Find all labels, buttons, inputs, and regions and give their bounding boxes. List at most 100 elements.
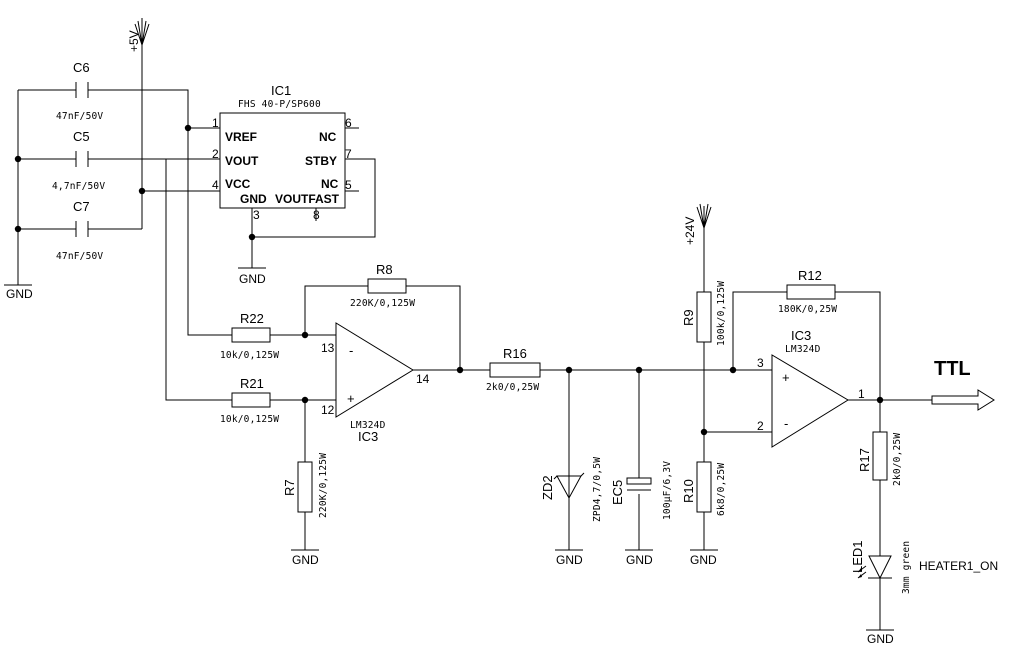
- capacitor-ec5: EC5 100µF/6,3V: [610, 461, 673, 520]
- zd2-value: ZPD4,7/0,5W: [592, 457, 603, 522]
- resistor-r12: R12 180K/0,25W: [778, 268, 837, 315]
- c6-value: 47nF/50V: [56, 111, 103, 122]
- ic1-pin-num: 8: [313, 208, 320, 222]
- resistor-r21: R21 10k/0,125W: [220, 376, 279, 425]
- ic1-pin-label: STBY: [305, 154, 337, 168]
- capacitor-c5: C5 4,7nF/50V: [52, 129, 105, 192]
- opamp2-pin-noninv: 3: [757, 356, 764, 370]
- power-5v-symbol: +5V: [127, 18, 150, 52]
- r8-ref: R8: [376, 262, 393, 277]
- opamp-ic3-b: + - 3 2 1 IC3 LM324D: [757, 328, 865, 448]
- r8-value: 220K/0,125W: [350, 298, 415, 309]
- r16-ref: R16: [503, 346, 527, 361]
- opamp2-plus: +: [782, 370, 790, 385]
- capacitor-c6: C6 47nF/50V: [56, 60, 103, 122]
- junction-dot: [876, 396, 884, 404]
- gnd-label: GND: [6, 287, 33, 301]
- ec5-ref: EC5: [610, 480, 625, 505]
- resistor-r22: R22 10k/0,125W: [220, 311, 279, 361]
- gnd-symbol-zd2: GND: [555, 549, 583, 567]
- junctions: [14, 124, 884, 436]
- ic1-block: IC1 FHS 40-P/SP600 1 VREF 2 VOUT 4 VCC 6…: [212, 83, 352, 222]
- ec5-plate-pos: [626, 477, 652, 485]
- opamp1-part: LM324D: [350, 420, 386, 431]
- opamp1-pin-inv: 13: [321, 341, 335, 355]
- junction-dot: [700, 428, 708, 436]
- ic1-pin-num: 2: [212, 147, 219, 161]
- r22-ref: R22: [240, 311, 264, 326]
- wire-r8-feedback: [304, 285, 461, 370]
- ec5-value: 100µF/6,3V: [662, 461, 673, 520]
- ic1-pin-num: 5: [345, 178, 352, 192]
- r12-value: 180K/0,25W: [778, 304, 837, 315]
- opamp1-pin-noninv: 12: [321, 403, 335, 417]
- r12-ref: R12: [798, 268, 822, 283]
- junction-dot: [138, 187, 146, 195]
- ic1-pin-label: VOUT: [225, 154, 259, 168]
- wire-stby-gnd: [252, 158, 376, 238]
- junction-dot: [248, 233, 256, 241]
- led-arrowheads: [858, 568, 862, 578]
- zener-zd2: ZD2 ZPD4,7/0,5W: [540, 457, 603, 522]
- gnd-symbol-r10: GND: [690, 549, 718, 567]
- r21-value: 10k/0,125W: [220, 414, 279, 425]
- r10-ref: R10: [681, 479, 696, 503]
- power-5v-label: +5V: [127, 30, 141, 52]
- gnd-symbol-ic1: GND: [238, 267, 266, 286]
- r7-value: 220K/0,125W: [318, 453, 329, 518]
- ic1-ref: IC1: [271, 83, 291, 98]
- junction-dot: [635, 366, 643, 374]
- ic1-pin-num: 1: [212, 116, 219, 130]
- ic1-pin-num: 4: [212, 178, 219, 192]
- ic1-pin-num: 7: [345, 147, 352, 161]
- power-24v-label: +24V: [683, 217, 697, 245]
- r17-value: 2k0/0,25W: [892, 433, 903, 486]
- ic1-pin-label: VREF: [225, 130, 257, 144]
- r22-value: 10k/0,125W: [220, 350, 279, 361]
- gnd-label: GND: [239, 272, 266, 286]
- r9-value: 100k/0,125W: [716, 281, 727, 346]
- opamp2-pin-inv: 2: [757, 419, 764, 433]
- opamp2-ref: IC3: [791, 328, 811, 343]
- resistor-r17: R17 2k0/0,25W: [857, 431, 903, 486]
- ic1-pin-num: 3: [253, 208, 260, 222]
- ttl-label: TTL: [934, 358, 971, 380]
- resistor-r8: R8 220K/0,125W: [350, 262, 415, 309]
- ic1-pin-num: 6: [345, 116, 352, 130]
- zd2-ref: ZD2: [540, 475, 555, 500]
- r10-value: 6k8/0,25W: [716, 463, 727, 516]
- resistor-r10: R10 6k8/0,25W: [681, 461, 727, 516]
- gnd-symbol-r7: GND: [291, 549, 319, 567]
- zener-bar: [553, 472, 585, 480]
- resistor-r7: R7 220K/0,125W: [282, 453, 329, 518]
- c6-ref: C6: [73, 60, 90, 75]
- ic1-pin-label: VCC: [225, 177, 251, 191]
- junction-dot: [729, 366, 737, 374]
- opamp-ic3-a: - + 13 12 14 LM324D IC3: [321, 322, 430, 444]
- ic1-pin-label: NC: [321, 177, 339, 191]
- r7-ref: R7: [282, 479, 297, 496]
- power-24v-symbol: +24V: [683, 203, 712, 245]
- wire-r12-feedback: [732, 291, 881, 400]
- c7-value: 47nF/50V: [56, 251, 103, 262]
- gnd-symbol-ec5: GND: [625, 549, 653, 567]
- c5-value: 4,7nF/50V: [52, 181, 105, 192]
- led-value: 3mm green: [901, 541, 912, 594]
- led1: LED1 3mm green HEATER1_ON: [850, 540, 998, 594]
- r16-value: 2k0/0,25W: [486, 382, 539, 393]
- c7-ref: C7: [73, 199, 90, 214]
- c5-ref: C5: [73, 129, 90, 144]
- opamp1-minus: -: [349, 343, 353, 358]
- ttl-output: TTL: [931, 358, 995, 411]
- ic1-body: [219, 112, 346, 209]
- junction-dot: [456, 366, 464, 374]
- opamp2-pin-out: 1: [858, 387, 865, 401]
- junction-dot: [184, 124, 192, 132]
- led-net-label: HEATER1_ON: [919, 559, 998, 573]
- ic1-part: FHS 40-P/SP600: [238, 99, 321, 110]
- resistor-r9: R9 100k/0,125W: [681, 281, 727, 346]
- resistor-r16: R16 2k0/0,25W: [486, 346, 541, 393]
- gnd-label: GND: [556, 553, 583, 567]
- ic1-pin-label: NC: [319, 130, 337, 144]
